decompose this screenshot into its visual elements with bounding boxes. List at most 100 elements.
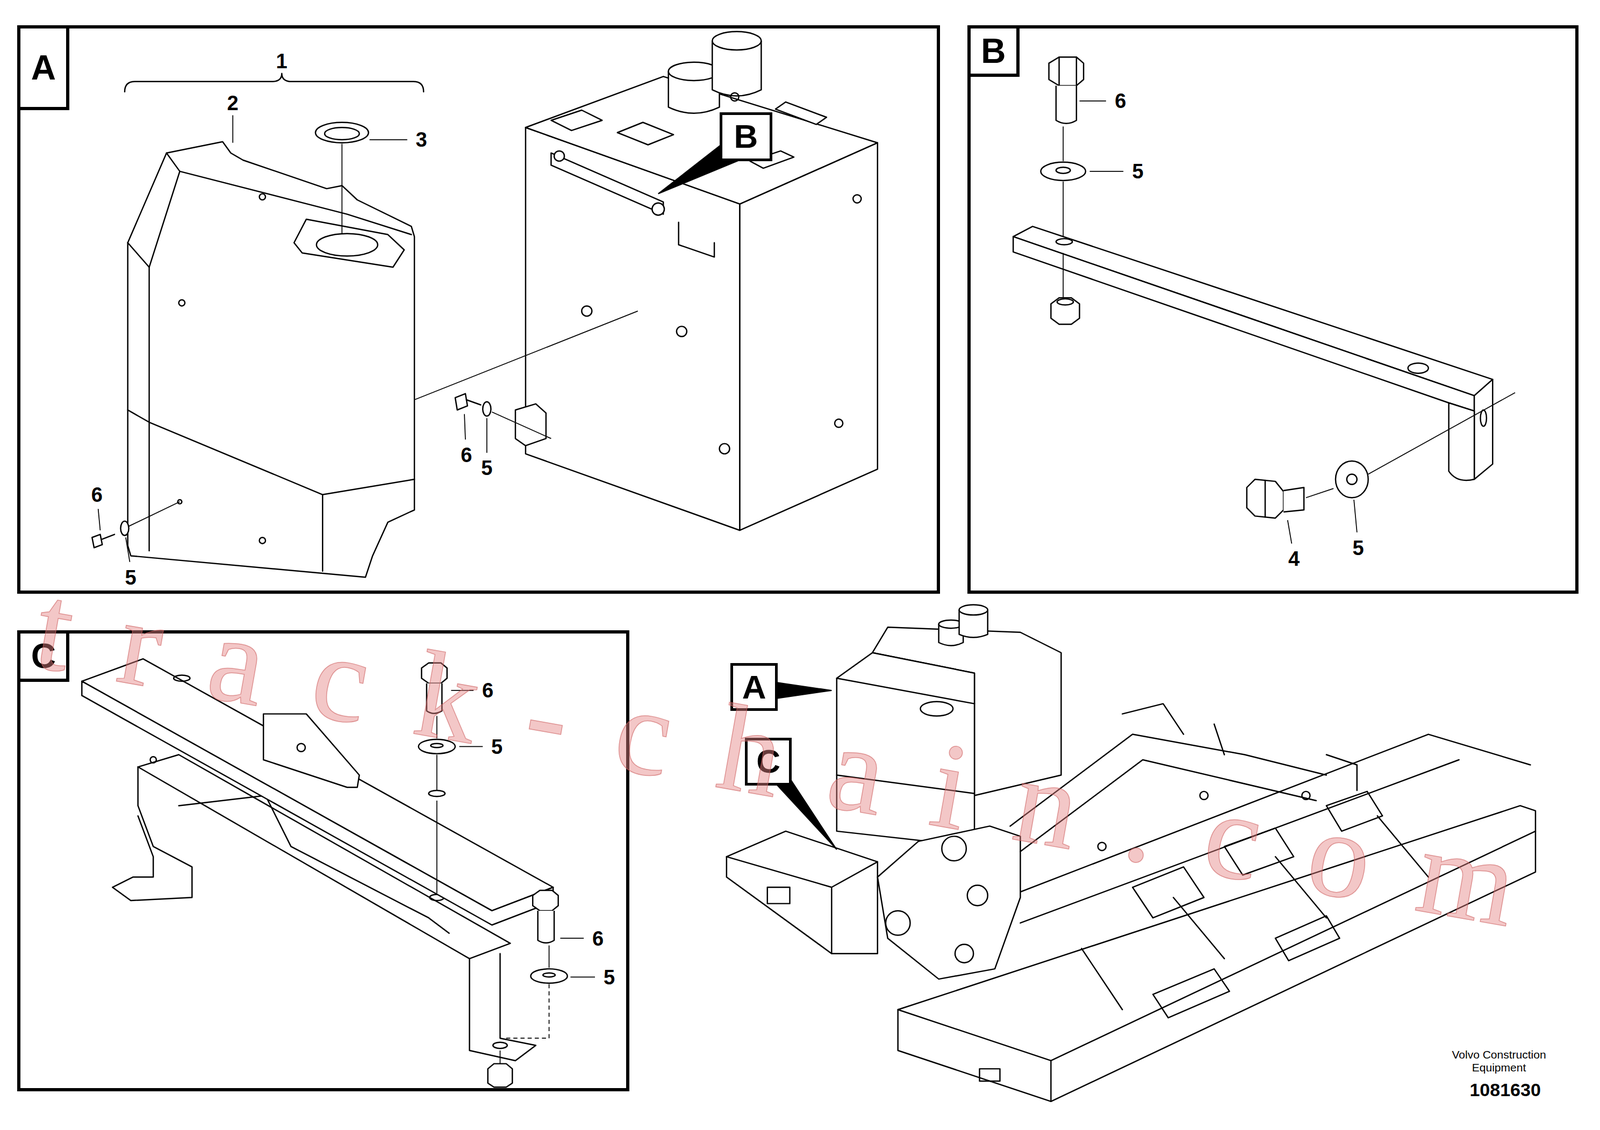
tank-boss	[834, 419, 843, 428]
bolt-hole	[149, 756, 156, 763]
view-letter: A	[20, 28, 70, 111]
bolt-head	[1246, 479, 1284, 519]
cover-edge	[148, 267, 150, 551]
callout-number: 5	[490, 736, 504, 758]
leader-line	[450, 690, 474, 692]
bolt-shank	[426, 683, 442, 714]
cover-edge	[321, 494, 324, 572]
assembly-line	[1062, 181, 1064, 237]
callout-number: 5	[124, 567, 138, 588]
bracket-flange	[1474, 379, 1493, 480]
assembly-line	[1306, 488, 1334, 498]
leader-line	[560, 937, 584, 939]
assembly-line	[341, 144, 343, 234]
washer	[1056, 167, 1071, 174]
washer	[430, 743, 443, 749]
cover-hole	[178, 299, 185, 306]
tank-pad	[775, 102, 827, 125]
leader-line	[1287, 520, 1293, 544]
frame-cutout	[1152, 915, 1340, 1018]
bolt-shank	[101, 534, 115, 540]
assembly-line	[414, 311, 638, 400]
bolt-hole	[173, 675, 190, 681]
bracket-detail	[1013, 56, 1516, 544]
washer	[1040, 162, 1086, 181]
washer	[418, 739, 456, 755]
assembly-line	[505, 984, 550, 1039]
lower-bracket	[112, 766, 192, 901]
view-callout-box: C	[744, 737, 792, 786]
washer	[542, 973, 556, 978]
leader-lines	[98, 115, 487, 562]
filler-overview	[920, 701, 953, 717]
frame-detail	[1200, 791, 1209, 800]
tank-port	[730, 92, 739, 102]
boom-foot	[877, 826, 1021, 980]
boom-pin	[967, 885, 988, 906]
tank-floor	[726, 856, 878, 954]
bracket-plate	[1013, 226, 1493, 396]
cover-overview	[836, 678, 975, 794]
view-letter: A	[742, 670, 767, 705]
leader-line	[486, 418, 488, 454]
filter-overview	[959, 605, 988, 616]
tank-pad	[617, 122, 674, 146]
view-callout-box: B	[719, 112, 773, 162]
filler-recess	[293, 219, 405, 268]
view-panel: B	[967, 25, 1579, 594]
leader-line	[459, 745, 484, 748]
bolt-hole	[492, 1042, 508, 1049]
bolt-hole	[297, 743, 306, 752]
bolt-head	[651, 203, 665, 216]
bolt-head	[1049, 56, 1085, 86]
cover-edge	[180, 171, 412, 235]
leader-line	[1079, 100, 1107, 102]
boom-pin	[955, 944, 974, 964]
view-letter: B	[733, 119, 758, 154]
cover-hole	[259, 537, 266, 544]
boom-pin	[941, 836, 967, 862]
tank-floor	[726, 831, 878, 954]
callout-pointer	[773, 775, 837, 850]
assembly-line	[1368, 392, 1516, 475]
fuel-tank	[515, 31, 878, 531]
tank-cover	[91, 73, 638, 578]
nut	[1050, 297, 1080, 325]
leader-line	[1353, 499, 1358, 533]
bolt-head	[1264, 480, 1266, 518]
callout-number: 6	[459, 445, 473, 466]
tank-boss	[719, 443, 730, 455]
frame-rib	[1081, 815, 1429, 1010]
assembly-line	[548, 945, 550, 968]
cover-overview	[836, 653, 975, 848]
bracket-plate	[1013, 236, 1475, 412]
washer	[120, 521, 129, 536]
bolt-shank	[1056, 85, 1077, 124]
nut	[488, 1064, 513, 1088]
nut	[1057, 298, 1074, 305]
cover-hole	[259, 194, 266, 200]
frame-cutout	[1132, 791, 1383, 918]
assembly-line	[436, 755, 438, 791]
washer	[482, 402, 491, 417]
upper-plate	[81, 681, 554, 926]
assembly-line	[436, 800, 438, 894]
watermark: track-chain.com	[27, 564, 1575, 956]
bolt	[91, 534, 103, 549]
tank-face	[740, 142, 878, 531]
tank-pad	[550, 110, 602, 131]
tank-boss	[581, 305, 592, 317]
view-letter: C	[20, 633, 70, 683]
callout-number: 5	[1130, 161, 1145, 182]
callout-number: 6	[1113, 90, 1128, 112]
washer	[1346, 474, 1358, 485]
assembly-line	[1062, 126, 1064, 162]
lower-bracket	[469, 953, 536, 1061]
filter-top	[712, 31, 762, 50]
callout-number: 5	[602, 967, 616, 988]
support-arm	[1009, 734, 1326, 852]
assembly-line	[128, 501, 181, 527]
boom-pin	[885, 910, 911, 936]
